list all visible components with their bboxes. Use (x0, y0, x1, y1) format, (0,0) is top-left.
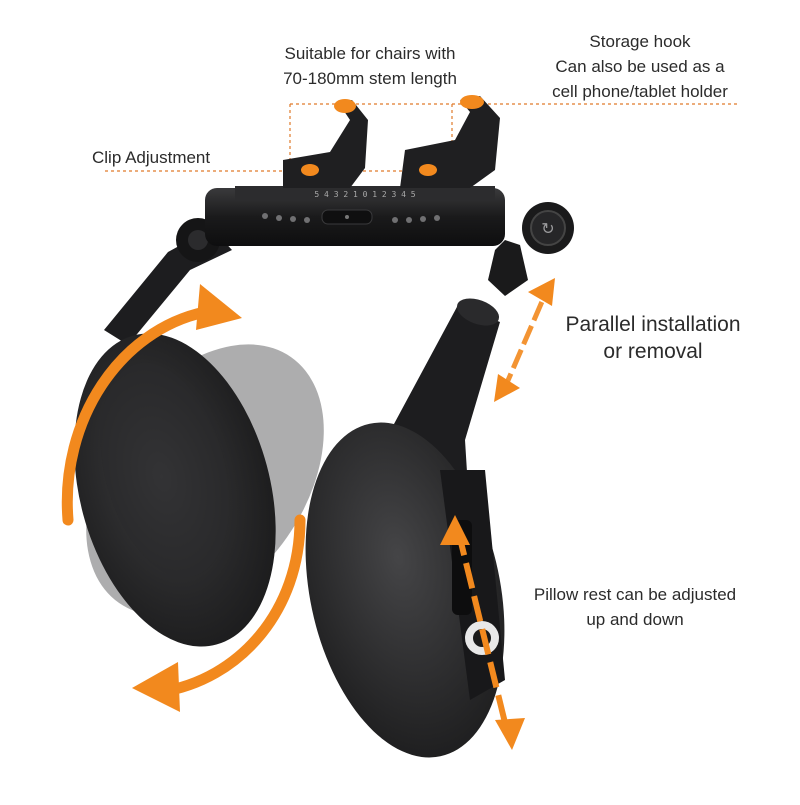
clip-right (400, 95, 500, 188)
pillow-line-2: up and down (586, 610, 684, 629)
parallel-line-1: Parallel installation (565, 313, 741, 336)
stem-length-line-2: 70-180mm stem length (283, 69, 457, 88)
scale-text: 5 4 3 2 1 0 1 2 3 4 5 (314, 190, 415, 199)
clip-adjustment-line-1: Clip Adjustment (92, 148, 211, 167)
up-down-arrow-icon (440, 515, 525, 750)
stem-length-line-1: Suitable for chairs with (284, 44, 456, 63)
pillow-adjust-label: Pillow rest can be adjusted up and down (505, 582, 765, 632)
adjustment-bar: 5 4 3 2 1 0 1 2 3 4 5 ↻ (205, 186, 574, 296)
storage-hook-line-1: Storage hook (589, 32, 691, 51)
storage-hook-label: Storage hook Can also be used as a cell … (525, 29, 755, 104)
rotation-symbol-icon: ↻ (541, 221, 554, 238)
pillow-line-1: Pillow rest can be adjusted (533, 585, 737, 604)
rotate-arrow-icon (61, 306, 306, 698)
clip-adjustment-label: Clip Adjustment (92, 145, 262, 170)
storage-hook-line-3: cell phone/tablet holder (552, 82, 728, 101)
parallel-installation-label: Parallel installation or removal (548, 311, 758, 365)
stem-length-label: Suitable for chairs with 70-180mm stem l… (250, 41, 490, 91)
storage-hook-line-2: Can also be used as a (555, 57, 725, 76)
double-arrow-icon (494, 278, 555, 402)
parallel-line-2: or removal (603, 340, 703, 363)
clip-left (283, 99, 368, 188)
